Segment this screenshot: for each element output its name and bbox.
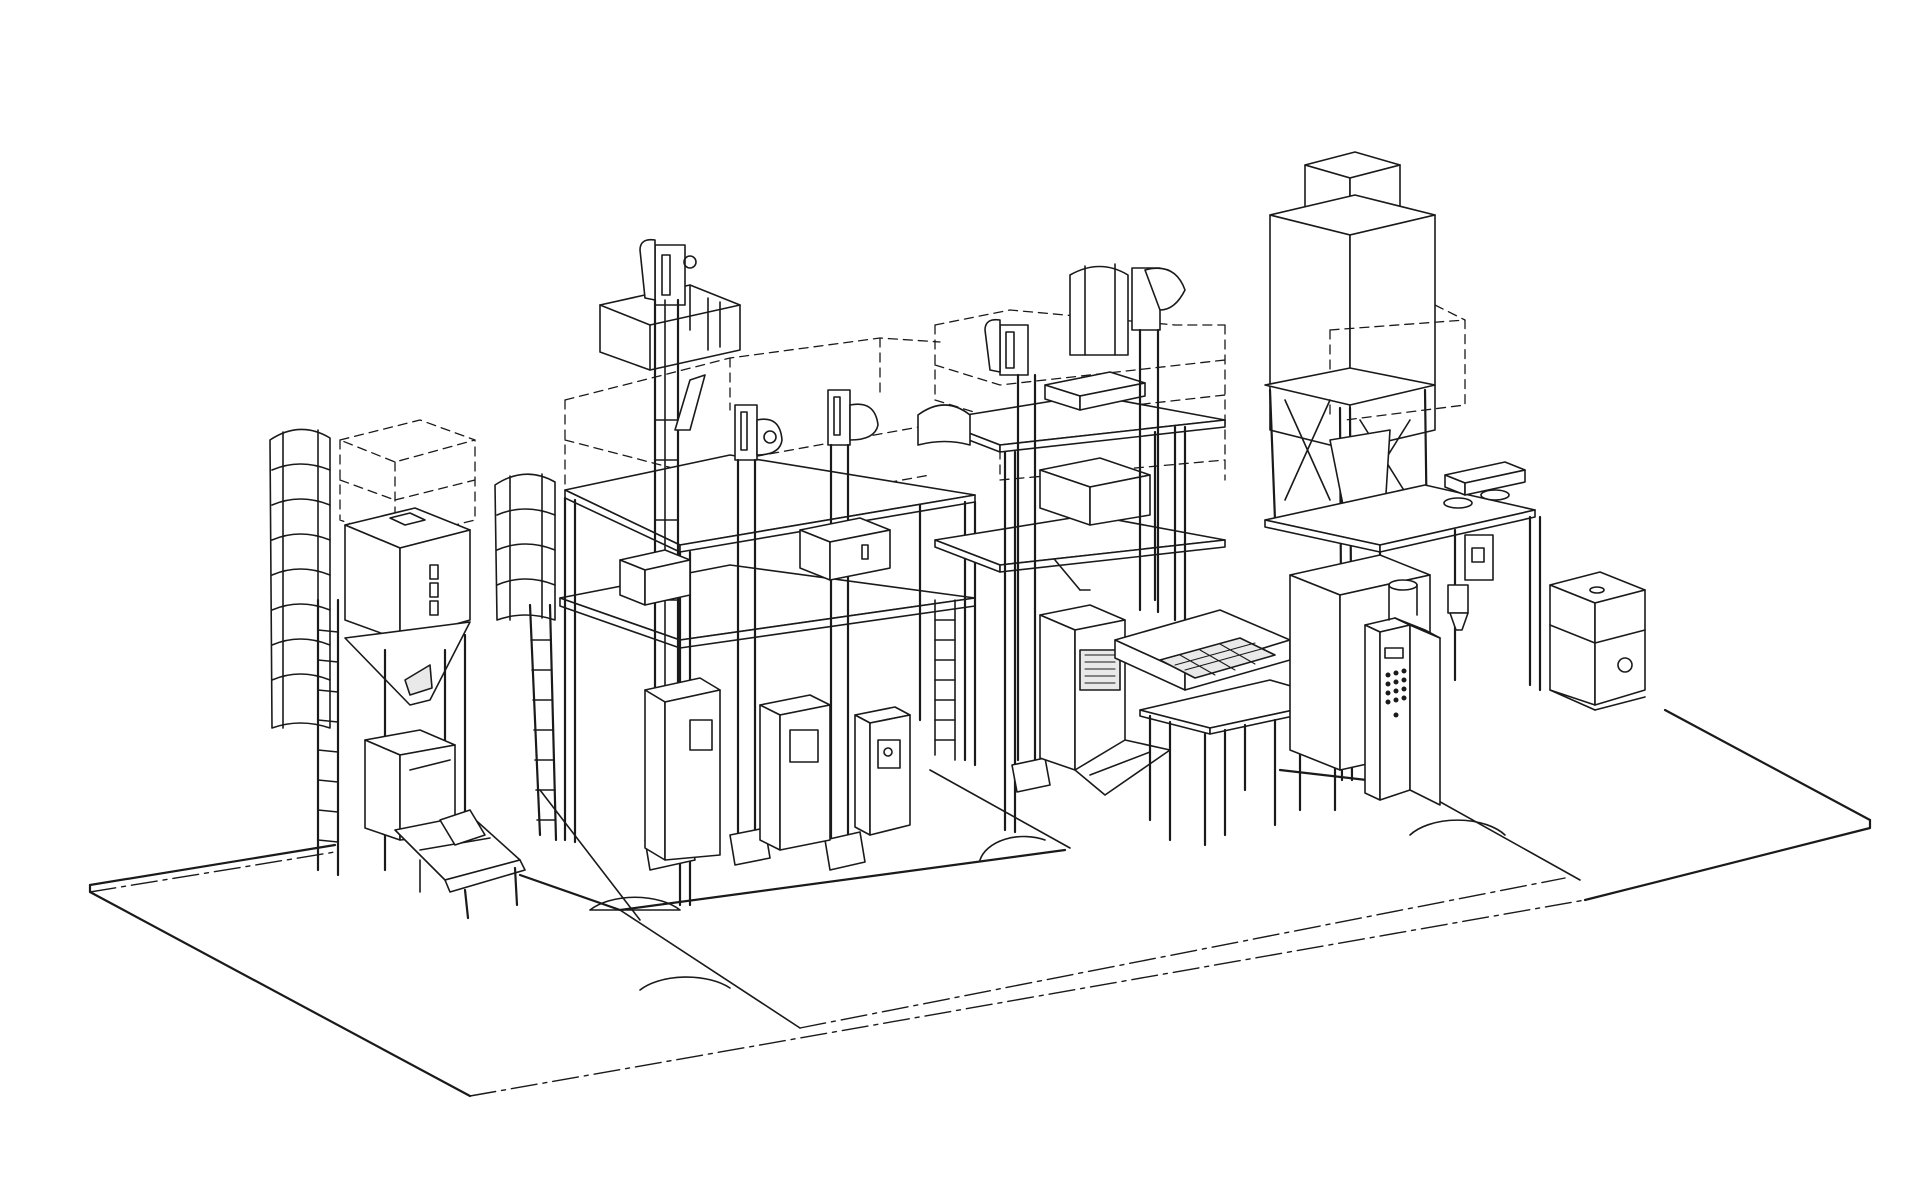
dust-collector-unit xyxy=(1549,571,1646,711)
left-bin-frame xyxy=(339,419,526,920)
left-caged-ladder xyxy=(269,428,340,877)
lower-machines xyxy=(644,677,911,861)
sorting-table xyxy=(1074,609,1341,847)
second-platform xyxy=(917,263,1226,834)
upper-deck-machines xyxy=(619,517,891,606)
bucket-elevator-3 xyxy=(824,389,879,871)
right-tower-structure xyxy=(1264,151,1542,806)
bucket-elevator-2 xyxy=(729,404,783,866)
bucket-elevator-main xyxy=(599,238,741,871)
floor-outline xyxy=(88,708,1872,1098)
middle-caged-ladder xyxy=(494,473,558,842)
control-panel-buttons xyxy=(1385,668,1407,718)
main-platform xyxy=(559,337,977,907)
